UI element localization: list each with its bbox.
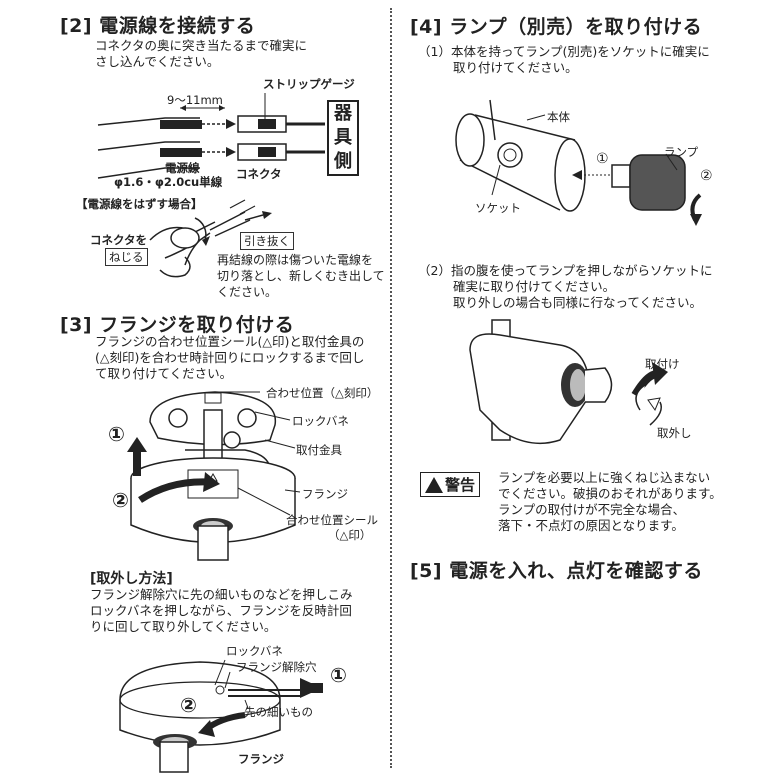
step4-p1: （1）本体を持ってランプ(別売)をソケットに確実に 取り付けてください。 [418,44,710,75]
lamp-number-1: ① [596,151,609,167]
warning-badge: 警告 [420,472,481,497]
fixture-side-label: 器 具 側 [327,100,359,176]
seal-label-2: （△印） [328,528,372,542]
connector-label: コネクタ [236,167,282,181]
lamp-number-2: ② [700,168,713,184]
remove-method-title: [取外し方法] [90,571,173,587]
warning-triangle-icon [425,476,443,493]
seal-label: 合わせ位置シール [286,513,378,527]
flange-label: フランジ [302,487,348,501]
lamp-label: ランプ [664,145,699,159]
align-position-label: 合わせ位置（△刻印） [266,386,379,400]
wire-label: 電源線 [165,161,200,175]
pull-label: 引き抜く [240,232,294,250]
bracket-label: 取付金具 [296,443,342,457]
step5-title: [5] 電源を入れ、点灯を確認する [410,560,703,582]
socket-label: ソケット [475,201,521,215]
column-divider [390,8,392,768]
strip-length-label: 9～11mm [167,93,223,107]
remove-number-1: ① [330,663,347,687]
strip-gauge-label: ストリップゲージ [263,77,355,91]
step2-title: [2] 電源線を接続する [60,15,256,37]
reconnect-note: 再結線の際は傷ついた電線を 切り落とし、新しくむき出して ください。 [217,253,385,299]
body-label: 本体 [547,110,570,124]
lock-spring-label: ロックバネ [292,414,349,428]
step2-instructions: コネクタの奥に突き当たるまで確実に さし込んでください。 [95,38,308,69]
warning-text: ランプを必要以上に強くねじ込まない でください。破損のおそれがあります。 ランプ… [498,470,722,533]
detach-label: 取外し [657,426,692,440]
step4-p2: （2）指の腹を使ってランプを押しながらソケットに 確実に取り付けてください。 取… [418,263,713,310]
step4-title: [4] ランプ（別売）を取り付ける [410,16,703,38]
step3-instructions: フランジの合わせ位置シール(△印)と取付金具の (△刻印)を合わせ時計回りにロッ… [95,334,365,381]
remove-method-text: フランジ解除穴に先の細いものなどを押しこみ ロックバネを押しながら、フランジを反… [90,587,353,634]
step3-number-1: ① [108,422,125,446]
remove-number-2: ② [180,693,197,717]
twist-label: ねじる [105,248,148,266]
attach-label: 取付け [645,357,680,371]
flange-label-2: フランジ [238,752,284,766]
thin-object-label: 先の細いもの [244,705,313,719]
remove-wire-heading: 【電源線をはずす場合】 [76,197,203,211]
step3-title: [3] フランジを取り付ける [60,314,295,336]
release-hole-label: フランジ解除穴 [236,660,317,674]
connector-wo-label: コネクタを [90,233,148,247]
lock-spring-label-2: ロックバネ [226,644,283,658]
step3-number-2: ② [112,488,129,512]
wire-spec-label: φ1.6・φ2.0cu単線 [114,175,223,189]
